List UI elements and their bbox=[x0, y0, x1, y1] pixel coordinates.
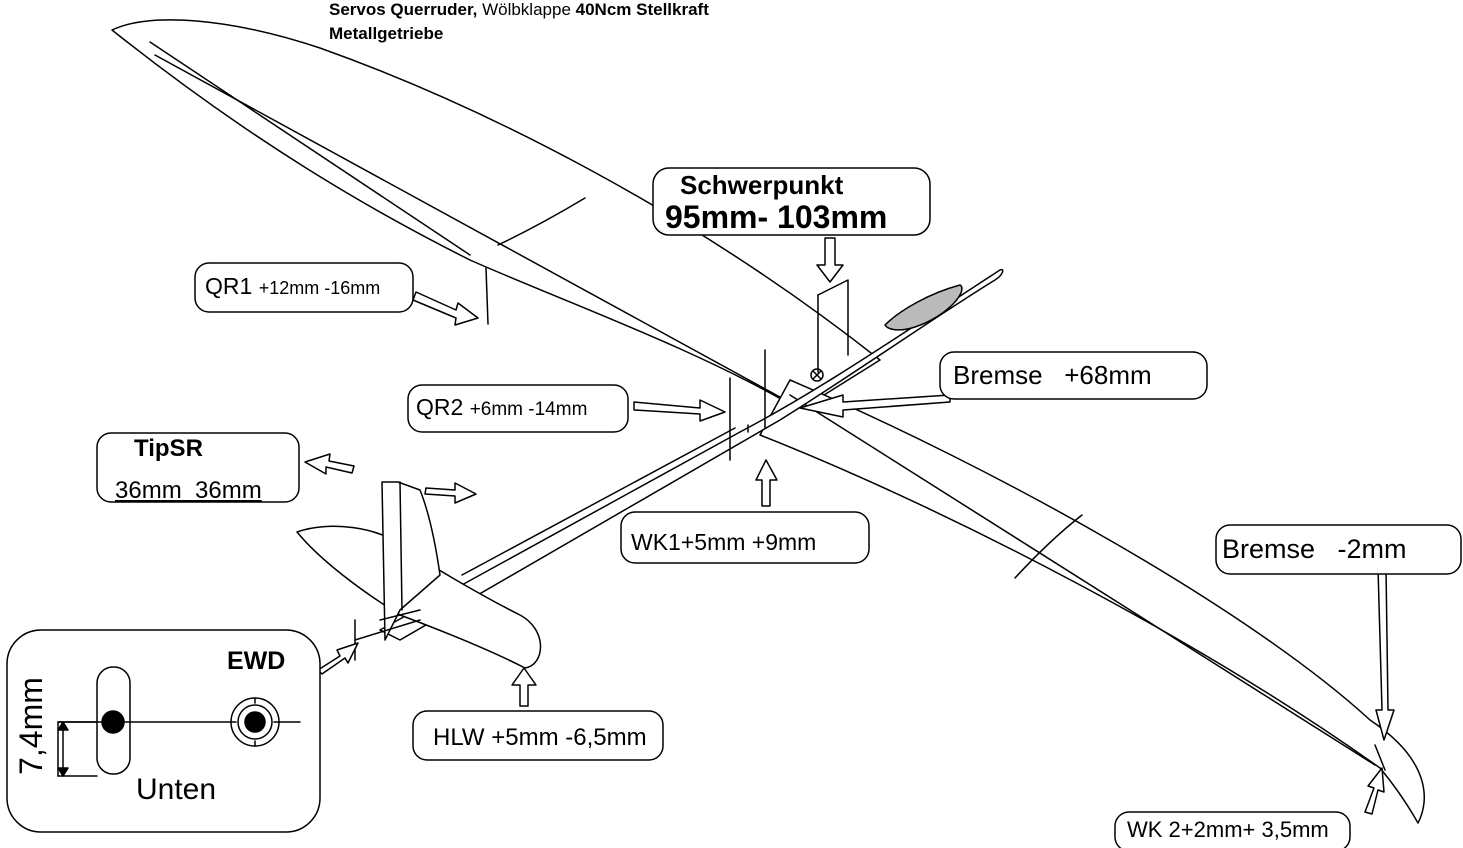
right-wing bbox=[759, 379, 1425, 824]
wk1-box bbox=[620, 511, 870, 564]
tail bbox=[296, 481, 542, 669]
qr2-label: QR2 +6mm -14mm bbox=[416, 394, 588, 420]
fuselage bbox=[379, 268, 1004, 641]
header-line-2: Metallgetriebe bbox=[329, 24, 444, 43]
ewd-position: Unten bbox=[136, 773, 217, 806]
qr1-name: QR1 bbox=[205, 273, 253, 299]
tipsr-title: TipSR bbox=[134, 435, 203, 462]
tipsr-values: 36mm 36mm bbox=[115, 477, 262, 504]
schwerpunkt-value: 95mm- 103mm bbox=[665, 199, 888, 235]
ewd-box bbox=[6, 629, 321, 833]
arrow-wk2 bbox=[1364, 767, 1385, 815]
qr1-box bbox=[194, 262, 414, 313]
bremse-tip-label: Bremse -2mm bbox=[1222, 534, 1407, 564]
schwerpunkt-box bbox=[652, 167, 931, 236]
wk2-box bbox=[1114, 811, 1351, 848]
bremse-tip-box bbox=[1215, 524, 1462, 575]
hlw-label: HLW +5mm -6,5mm bbox=[433, 724, 647, 751]
hlw-box bbox=[412, 710, 664, 761]
tipsr-box bbox=[96, 432, 300, 503]
qr2-box bbox=[407, 384, 629, 433]
qr1-values: +12mm -16mm bbox=[258, 278, 381, 298]
arrow-bremse-tip bbox=[1375, 567, 1395, 741]
arrow-bremse bbox=[799, 394, 951, 418]
qr2-name: QR2 bbox=[416, 394, 464, 420]
label-boxes bbox=[6, 167, 1462, 848]
ewd-title: EWD bbox=[227, 647, 286, 675]
ewd-hole-dot bbox=[244, 711, 266, 733]
arrow-qr1 bbox=[412, 291, 479, 326]
measurement-lines bbox=[354, 349, 766, 661]
header-servos: Servos Querruder, bbox=[329, 0, 478, 19]
qr2-values: +6mm -14mm bbox=[469, 399, 588, 420]
ewd-dimension: 7,4mm bbox=[12, 677, 49, 775]
wk1-label: WK1+5mm +9mm bbox=[631, 529, 817, 555]
wk2-label: WK 2+2mm+ 3,5mm bbox=[1127, 817, 1329, 842]
bremse-label: Bremse +68mm bbox=[953, 360, 1152, 390]
arrow-wk1 bbox=[755, 459, 778, 507]
bremse-box bbox=[939, 351, 1208, 400]
ewd-pin-dot bbox=[101, 710, 125, 734]
arrow-tipsr-right bbox=[424, 482, 477, 504]
arrow-qr2 bbox=[633, 399, 726, 422]
arrow-ewd bbox=[317, 642, 359, 675]
header-woelbklappe: Wölbklappe bbox=[482, 0, 571, 19]
header-stellkraft: 40Ncm Stellkraft bbox=[575, 0, 709, 19]
arrow-schwerpunkt bbox=[816, 237, 844, 283]
left-wing bbox=[111, 19, 881, 411]
qr1-label: QR1 +12mm -16mm bbox=[205, 275, 380, 298]
pointer-arrows bbox=[304, 237, 1395, 815]
arrow-tipsr-left bbox=[304, 453, 355, 475]
ewd-inset bbox=[57, 666, 301, 777]
header-line-1: Servos Querruder, Wölbklappe 40Ncm Stell… bbox=[329, 1, 709, 18]
schwerpunkt-title: Schwerpunkt bbox=[680, 170, 844, 200]
arrow-hlw bbox=[511, 667, 537, 707]
